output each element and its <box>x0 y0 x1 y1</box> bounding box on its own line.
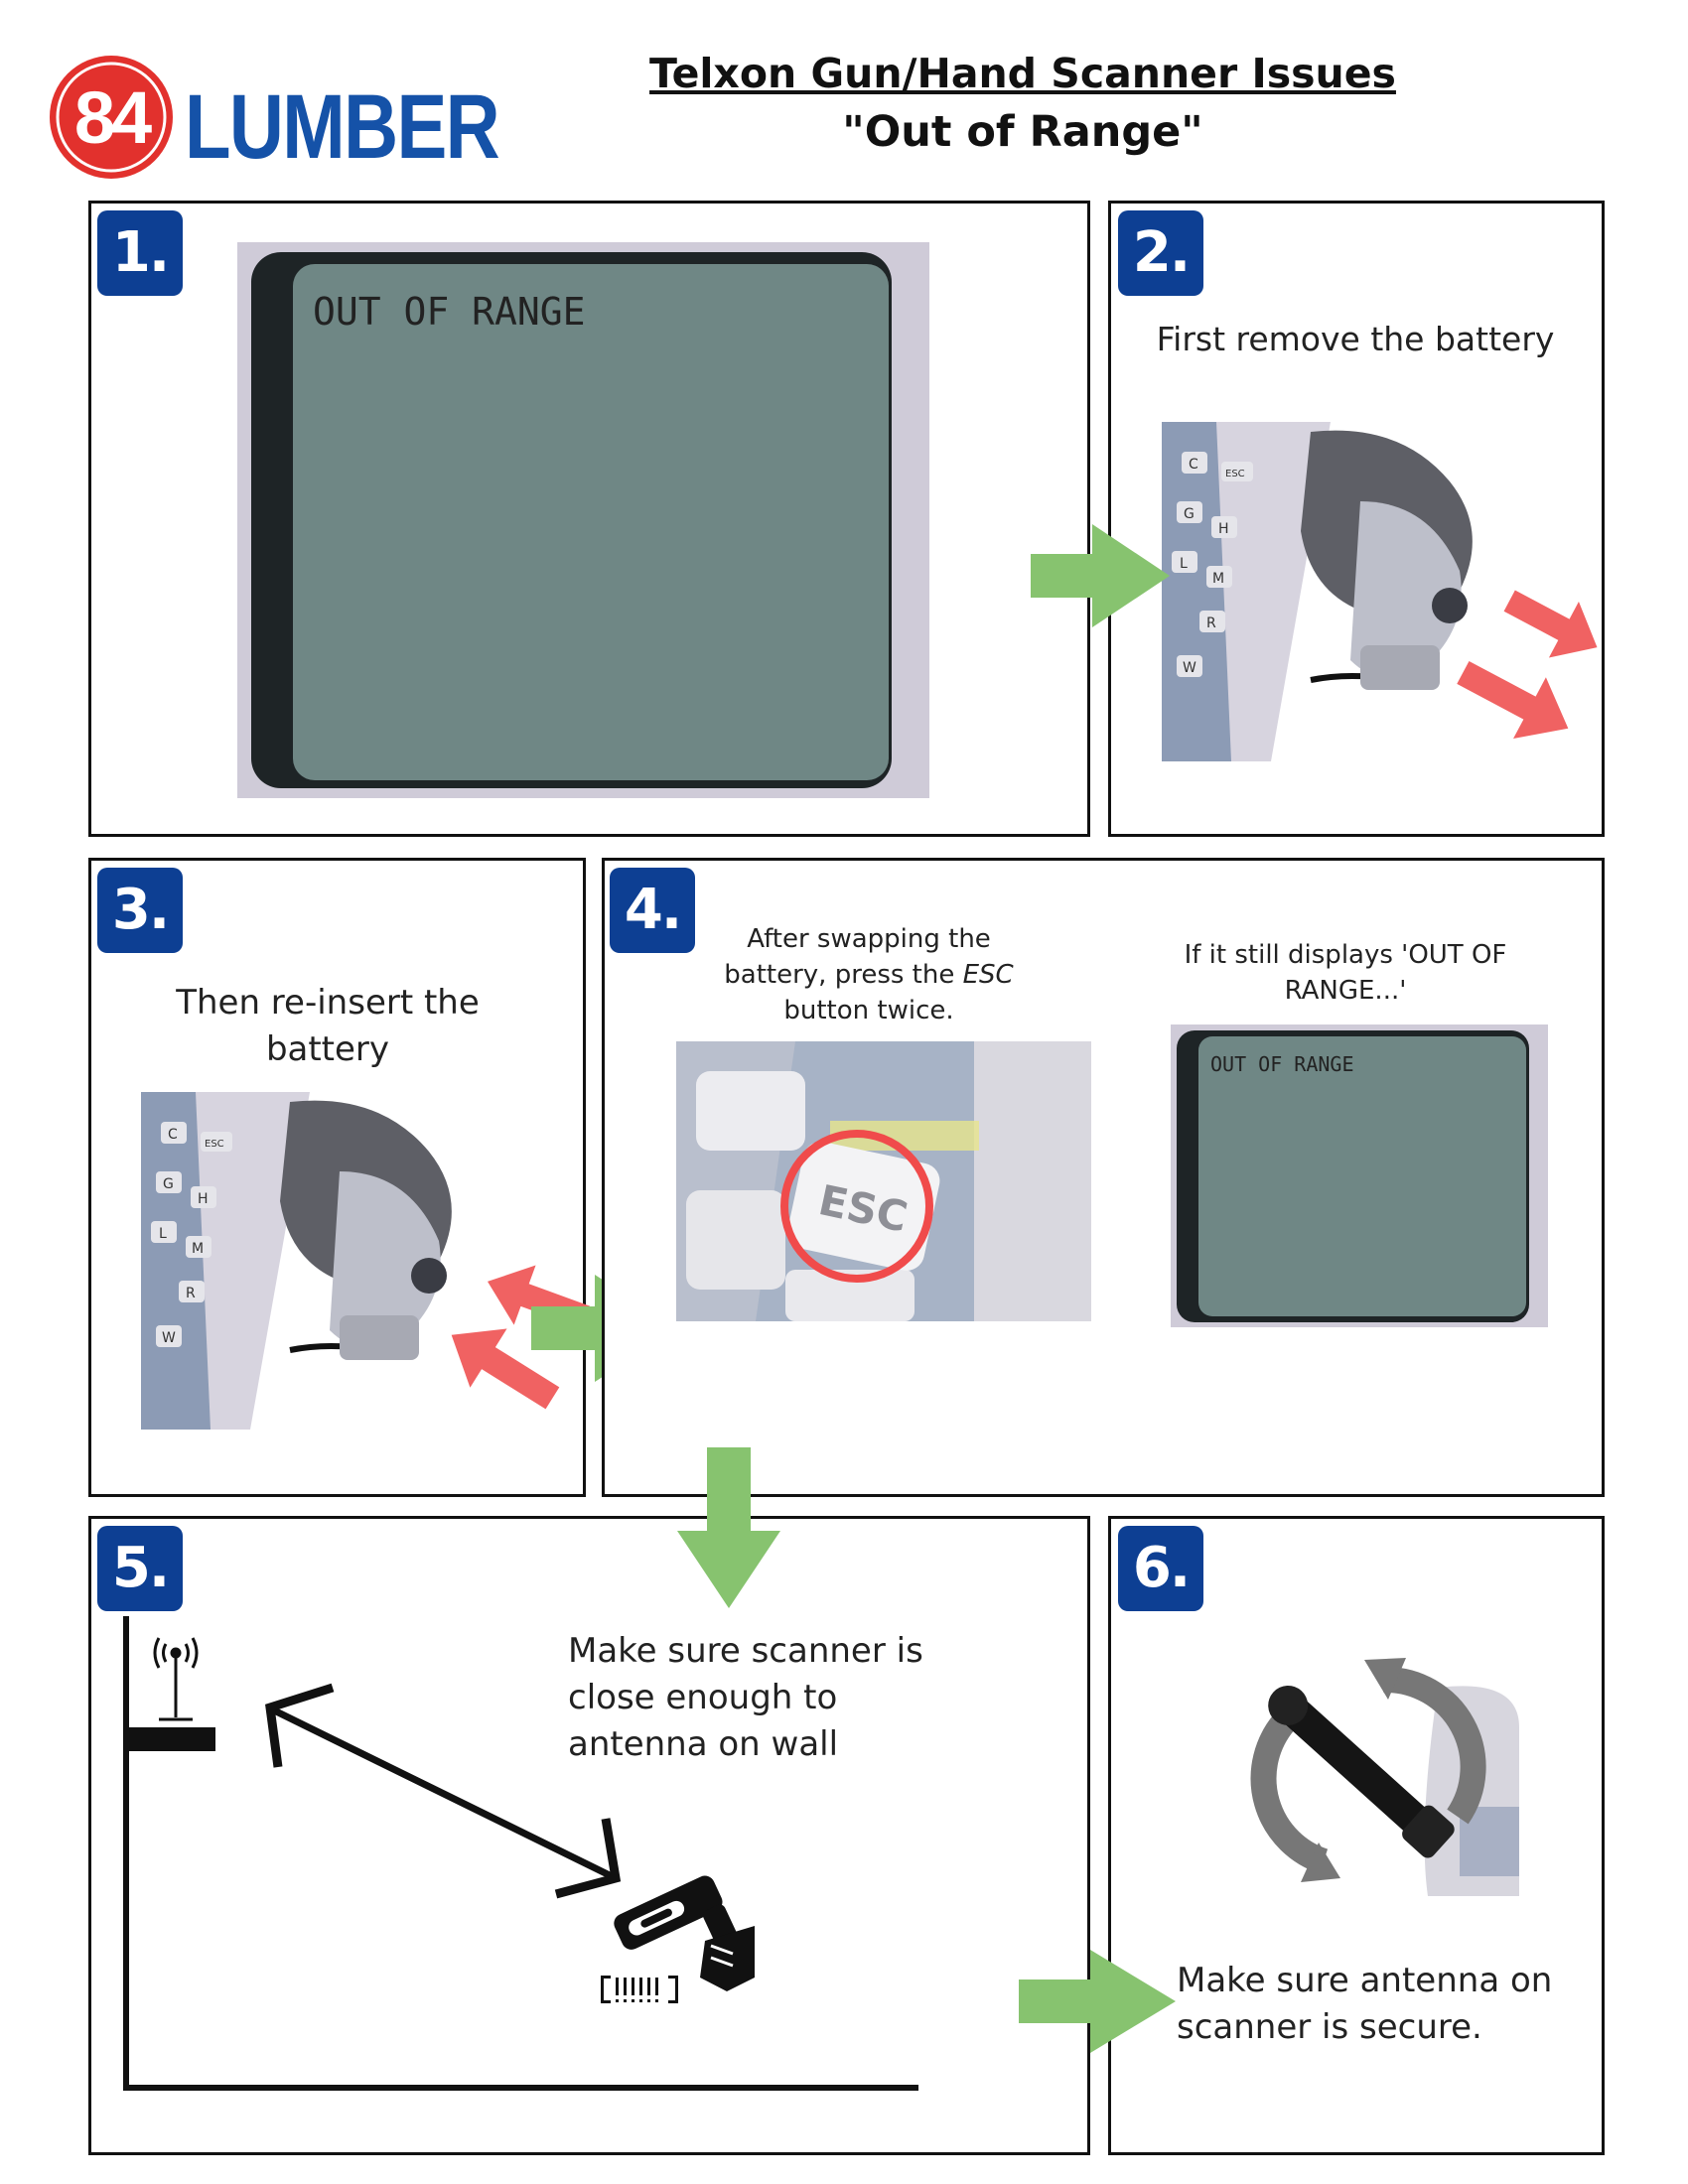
svg-text:ESC: ESC <box>205 1139 224 1150</box>
red-arrow-out-icon <box>1503 590 1598 658</box>
step-2-caption: First remove the battery <box>1156 320 1555 358</box>
battery-remove-photo: C G H L M R W ESC <box>1162 422 1499 761</box>
barcode-scanner-icon <box>601 1875 755 2003</box>
antenna-photo <box>1229 1648 1519 1896</box>
svg-text:R: R <box>1206 615 1216 631</box>
step-4-caption-b-line2: RANGE...' <box>1284 976 1407 1006</box>
svg-text:L: L <box>1180 556 1188 572</box>
screen-message-small: OUT OF RANGE <box>1210 1052 1354 1076</box>
step-3-badge: 3. <box>97 868 183 953</box>
step-4-caption-a-line3: button twice. <box>783 996 954 1025</box>
svg-text:L: L <box>159 1226 167 1242</box>
svg-text:C: C <box>168 1127 178 1143</box>
step-6-caption-line2: scanner is secure. <box>1177 2007 1482 2047</box>
svg-text:ESC: ESC <box>1225 469 1245 479</box>
scanner-screen-image: OUT OF RANGE <box>237 242 929 798</box>
step-4-caption-a-line2-text: battery, press the <box>724 960 963 990</box>
step-1-badge: 1. <box>97 210 183 296</box>
green-arrow-right-icon <box>1019 1950 1176 2053</box>
wifi-tower-icon <box>153 1637 199 1721</box>
scanner-screen-small-image: OUT OF RANGE <box>1171 1024 1548 1327</box>
step-4-caption-a: After swapping the battery, press the ES… <box>695 921 1043 1028</box>
step-3-caption-line1: Then re-insert the <box>176 983 480 1023</box>
svg-text:W: W <box>1183 660 1196 676</box>
step-5-caption-line1: Make sure scanner is <box>568 1631 923 1671</box>
step-6-caption-line1: Make sure antenna on <box>1177 1961 1553 2000</box>
step-2-badge: 2. <box>1118 210 1203 296</box>
svg-text:H: H <box>1218 521 1229 537</box>
step-5-panel <box>88 1516 1090 2155</box>
svg-text:M: M <box>1212 571 1224 587</box>
svg-text:R: R <box>186 1286 196 1301</box>
step-5-badge: 5. <box>97 1526 183 1611</box>
step-5-caption-line2: close enough to <box>568 1678 838 1717</box>
red-arrow-in-icon <box>451 1328 560 1410</box>
brand-logo: 84 LUMBER <box>46 52 502 183</box>
step-4-badge: 4. <box>610 868 695 953</box>
page-subtitle: "Out of Range" <box>842 107 1203 157</box>
esc-key-photo: ESC <box>676 1041 1091 1321</box>
red-arrow-out-icon <box>1457 660 1569 740</box>
svg-text:C: C <box>1189 457 1198 473</box>
svg-text:G: G <box>1184 506 1195 522</box>
green-arrow-right-icon <box>1031 524 1170 627</box>
esc-emphasis: ESC <box>962 960 1014 990</box>
step-4-caption-b-line1: If it still displays 'OUT OF <box>1184 940 1507 970</box>
page-title: Telxon Gun/Hand Scanner Issues <box>649 50 1396 97</box>
step-5-caption: Make sure scanner is close enough to ant… <box>568 1628 985 1768</box>
highlight-circle-icon <box>780 1130 933 1283</box>
svg-text:G: G <box>163 1176 174 1192</box>
step-4-caption-a-line1: After swapping the <box>747 924 991 954</box>
green-arrow-down-icon <box>677 1447 780 1608</box>
svg-text:W: W <box>162 1330 176 1346</box>
svg-text:H: H <box>198 1191 209 1207</box>
rotate-arrows-icon <box>1250 1666 1486 1874</box>
step-6-badge: 6. <box>1118 1526 1203 1611</box>
range-diagram <box>123 1616 918 2091</box>
step-5-caption-line3: antenna on wall <box>568 1724 839 1764</box>
svg-text:M: M <box>192 1241 204 1257</box>
brand-number: 84 <box>74 76 152 159</box>
step-4-caption-a-line2: battery, press the ESC <box>695 957 1043 993</box>
step-3-caption-line2: battery <box>265 1029 390 1069</box>
screen-message: OUT OF RANGE <box>313 290 586 334</box>
brand-name: LUMBER <box>185 76 498 178</box>
step-6-caption: Make sure antenna on scanner is secure. <box>1177 1958 1594 2051</box>
battery-insert-photo: C G H L M R W ESC <box>141 1092 479 1430</box>
step-4-caption-b: If it still displays 'OUT OF RANGE...' <box>1157 937 1534 1009</box>
